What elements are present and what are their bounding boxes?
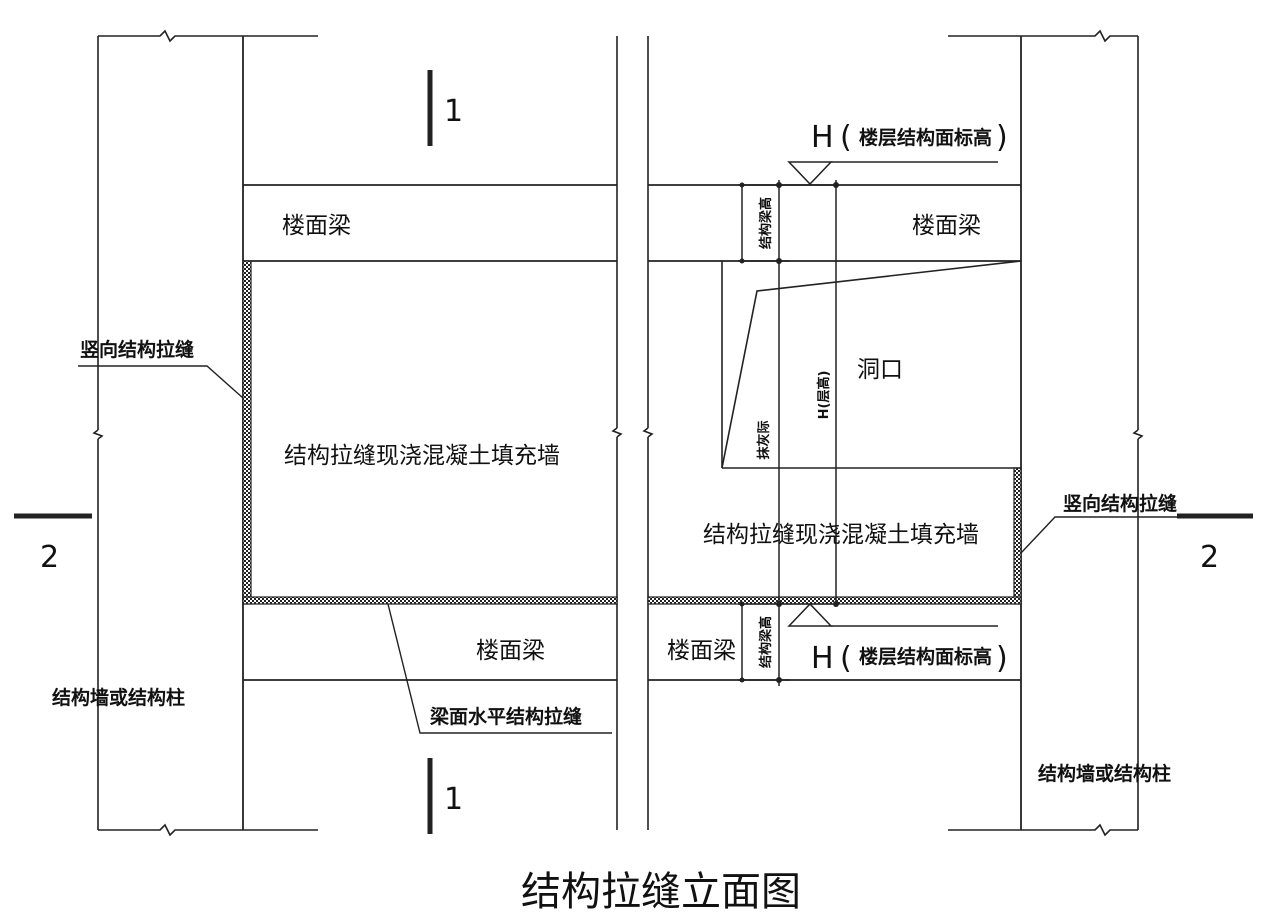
struct-wall-left-label: 结构墙或结构柱	[52, 686, 185, 709]
elevation-marker-bottom	[787, 602, 998, 627]
center-break-lines	[611, 36, 654, 830]
beam-height-top-label: 结构梁高	[758, 197, 774, 249]
elev-top-open-paren: (	[840, 120, 852, 155]
struct-wall-right-label: 结构墙或结构柱	[1038, 762, 1171, 785]
opening-outline	[721, 260, 1022, 469]
beam-right-bottom-label: 楼面梁	[667, 638, 736, 664]
beam-height-bottom-label: 结构梁高	[758, 616, 774, 668]
beam-left-bottom-label: 楼面梁	[476, 638, 545, 664]
section-1-bottom-label: 1	[444, 782, 463, 817]
elev-top-text: 楼层结构面标高	[859, 126, 992, 149]
elev-bottom-text: 楼层结构面标高	[859, 645, 992, 668]
vertical-seam-left-label: 竖向结构拉缝	[80, 338, 194, 361]
dimension-lines	[738, 180, 838, 686]
left-seams	[242, 260, 618, 605]
beam-right-top-label: 楼面梁	[912, 213, 981, 239]
lintel-height-label: 抹灰际	[756, 420, 772, 459]
right-structural-wall	[948, 29, 1144, 837]
horizontal-seam-label: 梁面水平结构拉缝	[429, 705, 582, 728]
section-2-right-label: 2	[1200, 540, 1219, 575]
left-structural-wall	[92, 29, 318, 837]
section-1-top-label: 1	[444, 94, 463, 129]
elev-bottom-open-paren: (	[840, 641, 852, 676]
drawing-caption: 结构拉缝立面图	[521, 869, 801, 915]
elev-top-close-paren: )	[996, 120, 1008, 155]
opening-label: 洞口	[857, 357, 903, 383]
elev-bottom-h: H	[811, 641, 834, 676]
dimension-ticks	[739, 182, 839, 683]
elev-top-h: H	[811, 120, 834, 155]
leader-lines	[78, 365, 1183, 734]
vertical-seam-right-label: 竖向结构拉缝	[1063, 492, 1177, 515]
beams	[243, 184, 1021, 681]
floor-height-label: H(层高)	[816, 371, 832, 420]
section-2-left-label: 2	[40, 540, 59, 575]
elevation-marker-top	[787, 161, 998, 186]
elev-bottom-close-paren: )	[996, 641, 1008, 676]
fill-wall-left-label: 结构拉缝现浇混凝土填充墙	[284, 443, 560, 469]
fill-wall-right-label: 结构拉缝现浇混凝土填充墙	[703, 522, 979, 548]
beam-left-top-label: 楼面梁	[282, 213, 351, 239]
